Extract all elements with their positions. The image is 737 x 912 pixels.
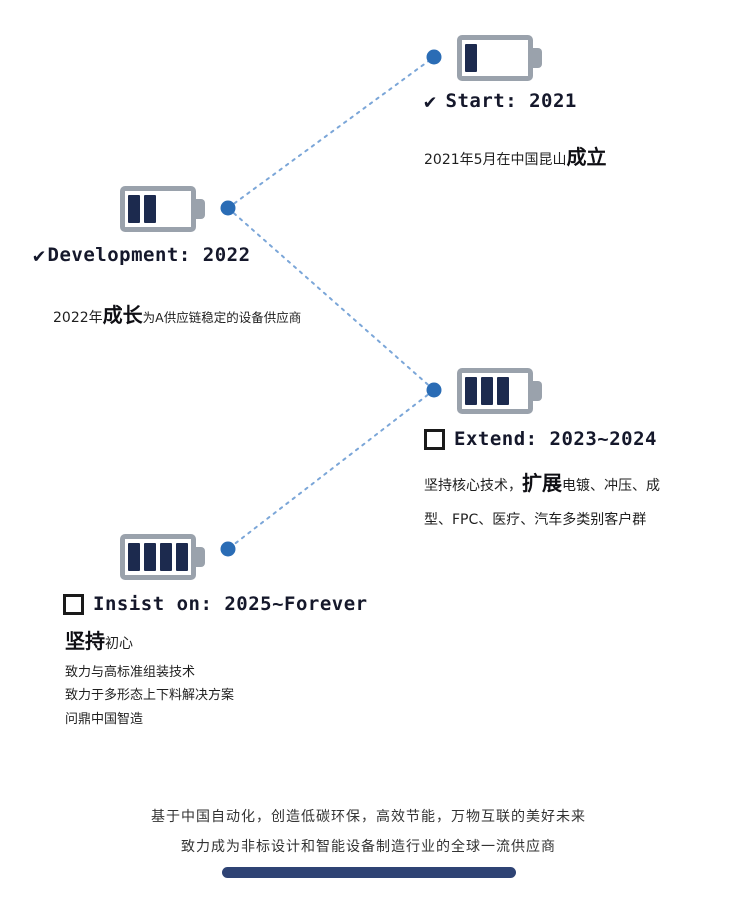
milestone-extend-title: Extend: 2023~2024 xyxy=(454,428,657,450)
connector-line-development-start xyxy=(227,56,435,209)
milestone-start-heading: ✔ Start: 2021 xyxy=(424,90,577,112)
milestone-insist-heading: Insist on: 2025~Forever xyxy=(63,593,368,615)
battery-icon-level-3 xyxy=(457,368,543,414)
desc-emphasis: 扩展 xyxy=(522,471,562,495)
milestone-development-desc: 2022年成长为A供应链稳定的设备供应商 xyxy=(53,298,301,335)
battery-charge-bar xyxy=(128,543,140,571)
battery-nub xyxy=(196,547,205,567)
desc-text: 2022年 xyxy=(53,310,103,326)
check-icon: ✔ xyxy=(424,89,437,113)
battery-icon-level-4 xyxy=(120,534,206,580)
timeline-dot-start xyxy=(426,49,442,65)
empty-checkbox-icon xyxy=(424,428,445,450)
milestone-extend-desc: 坚持核心技术，扩展电镀、冲压、成型、FPC、医疗、汽车多类别客户群 xyxy=(424,466,668,537)
desc-text: 为A供应链稳定的设备供应商 xyxy=(142,310,302,325)
footer-accent-bar xyxy=(222,867,516,878)
desc-emphasis: 成立 xyxy=(566,145,607,169)
battery-charge-bar xyxy=(160,543,172,571)
milestone-insist-title: Insist on: 2025~Forever xyxy=(93,593,368,615)
battery-icon-level-2 xyxy=(120,186,206,232)
desc-emphasis: 成长 xyxy=(102,303,143,327)
milestone-start-title: Start: 2021 xyxy=(445,90,577,112)
check-icon: ✔ xyxy=(33,243,46,267)
connector-line-extend-insist xyxy=(227,389,435,550)
battery-charge-bar xyxy=(497,377,509,405)
desc-text: 初心 xyxy=(105,636,133,652)
battery-charge-bar xyxy=(144,543,156,571)
footer-slogan-line2: 致力成为非标设计和智能设备制造行业的全球一流供应商 xyxy=(181,839,556,855)
battery-nub xyxy=(196,199,205,219)
detail-line: 致力与高标准组装技术 xyxy=(65,665,196,680)
footer-slogan-line1: 基于中国自动化，创造低碳环保，高效节能，万物互联的美好未来 xyxy=(151,809,586,825)
milestone-insist-desc: 坚持初心 xyxy=(65,626,133,659)
desc-text: 电镀、冲压、成型、FPC、医疗、汽车多类别客户群 xyxy=(424,478,660,528)
battery-charge-bar xyxy=(144,195,156,223)
milestone-development-heading: ✔ Development: 2022 xyxy=(33,244,251,266)
battery-nub xyxy=(533,48,542,68)
battery-charge-bar xyxy=(465,44,477,72)
battery-icon-level-1 xyxy=(457,35,543,81)
detail-line: 问鼎中国智造 xyxy=(65,712,144,727)
battery-charge-bar xyxy=(465,377,477,405)
desc-emphasis: 坚持 xyxy=(65,629,105,653)
detail-line: 致力于多形态上下料解决方案 xyxy=(65,687,235,703)
battery-charge-bar xyxy=(481,377,493,405)
battery-nub xyxy=(533,381,542,401)
timeline-dot-extend xyxy=(426,382,442,398)
milestone-extend-heading: Extend: 2023~2024 xyxy=(424,428,657,450)
desc-text: 2021年5月在中国昆山 xyxy=(424,152,567,168)
desc-text: 坚持核心技术， xyxy=(424,478,522,494)
milestone-start-desc: 2021年5月在中国昆山成立 xyxy=(424,140,607,177)
empty-checkbox-icon xyxy=(63,593,84,615)
timeline-dot-development xyxy=(220,200,236,216)
battery-charge-bar xyxy=(128,195,140,223)
battery-charge-bar xyxy=(176,543,188,571)
milestone-development-title: Development: 2022 xyxy=(47,244,251,266)
milestone-insist-detail-lines: 致力与高标准组装技术 致力于多形态上下料解决方案 问鼎中国智造 xyxy=(65,662,234,732)
timeline-dot-insist xyxy=(220,541,236,557)
